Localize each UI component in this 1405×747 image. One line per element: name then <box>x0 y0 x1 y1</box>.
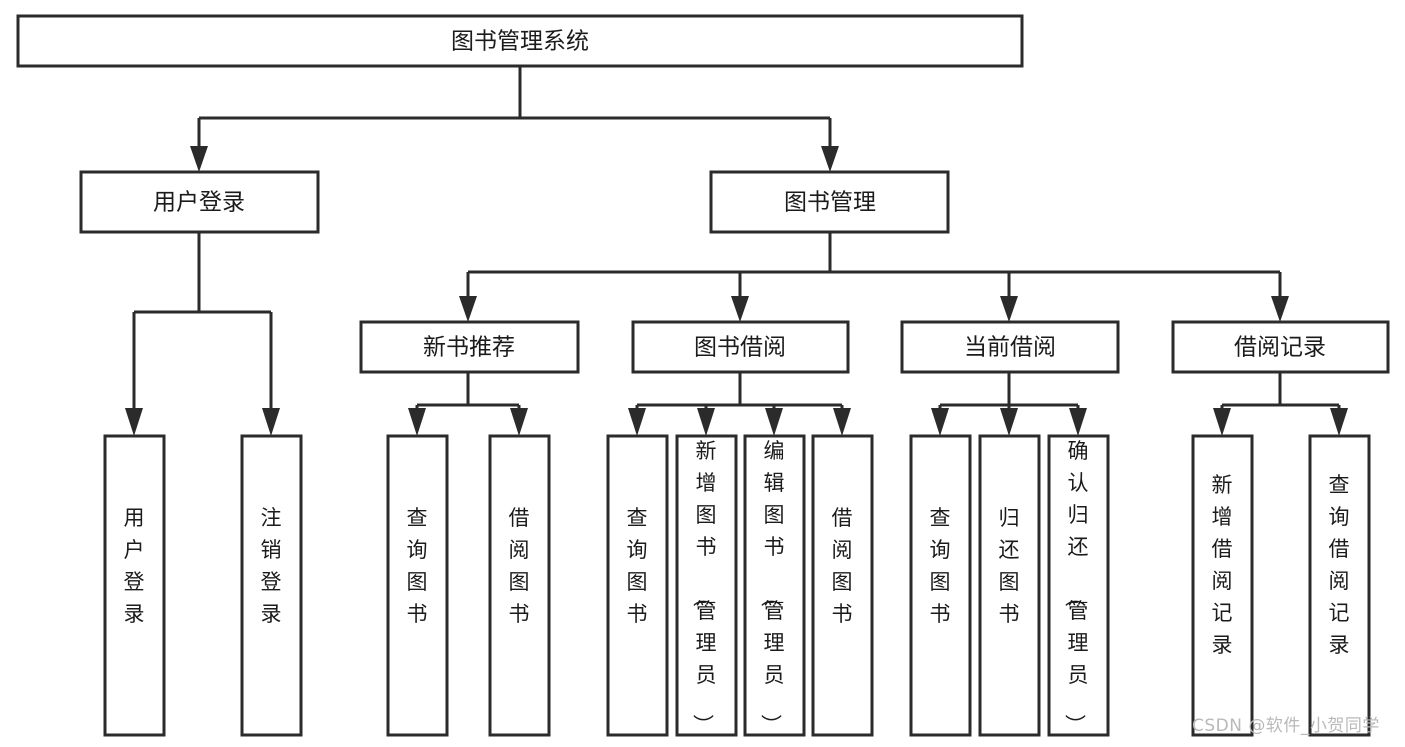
node-leaf-borrow-book-1[interactable]: 借阅图书 <box>488 434 551 737</box>
arrowhead-book-manage <box>821 146 839 172</box>
arrowhead-current-borrow <box>1000 296 1018 322</box>
node-leaf-return-book-box[interactable] <box>978 434 1041 737</box>
node-leaf-borrow-book-2-label: 借阅图书 <box>832 506 853 626</box>
node-leaf-query-record[interactable]: 查询借阅记录 <box>1308 434 1371 737</box>
arrowhead-leaf-confirm-return <box>1069 408 1087 436</box>
arrowhead-new-book-rec <box>459 296 477 322</box>
node-leaf-add-record[interactable]: 新增借阅记录 <box>1191 434 1254 737</box>
arrowhead-leaf-add-book <box>697 408 715 436</box>
node-new-book-rec[interactable]: 新书推荐 <box>359 320 580 374</box>
node-book-manage-label: 图书管理 <box>784 190 876 216</box>
arrowhead-leaf-user-login <box>125 408 143 436</box>
node-book-manage-box[interactable] <box>709 170 950 234</box>
node-leaf-borrow-book-2-box[interactable] <box>811 434 874 737</box>
arrowhead-book-borrow <box>731 296 749 322</box>
node-leaf-query-book-2[interactable]: 查询图书 <box>606 434 669 737</box>
node-new-book-rec-label: 新书推荐 <box>423 335 515 361</box>
arrowhead-leaf-query-book-1 <box>408 408 426 436</box>
node-borrow-record[interactable]: 借阅记录 <box>1171 320 1390 374</box>
arrowhead-user-login <box>190 146 208 172</box>
node-root[interactable]: 图书管理系统 <box>16 14 1024 68</box>
node-leaf-confirm-return-label: 确认归还（管理员） <box>1063 439 1089 735</box>
node-leaf-query-book-1-label: 查询图书 <box>407 506 428 626</box>
node-leaf-logout-label: 注销登录 <box>261 506 282 626</box>
node-leaf-return-book-label: 归还图书 <box>999 506 1020 626</box>
node-book-borrow-box[interactable] <box>631 320 850 374</box>
node-leaf-edit-book[interactable]: 编辑图书（管理员） <box>743 434 806 737</box>
node-leaf-add-book-label: 新增图书（管理员） <box>691 439 717 735</box>
arrowhead-leaf-query-book-3 <box>931 408 949 436</box>
node-leaf-return-book[interactable]: 归还图书 <box>978 434 1041 737</box>
node-current-borrow-box[interactable] <box>900 320 1120 374</box>
node-leaf-add-record-box[interactable] <box>1191 434 1254 737</box>
node-user-login-label: 用户登录 <box>153 190 245 216</box>
node-leaf-borrow-book-1-box[interactable] <box>488 434 551 737</box>
node-leaf-edit-book-box[interactable] <box>743 434 806 737</box>
node-root-box[interactable] <box>16 14 1024 68</box>
node-leaf-user-login[interactable]: 用户登录 <box>103 434 166 737</box>
node-leaf-user-login-box[interactable] <box>103 434 166 737</box>
node-leaf-query-book-1-box[interactable] <box>386 434 449 737</box>
node-leaf-logout-box[interactable] <box>240 434 303 737</box>
node-borrow-record-label: 借阅记录 <box>1234 335 1326 361</box>
node-leaf-add-record-label: 新增借阅记录 <box>1212 473 1233 657</box>
node-leaf-confirm-return[interactable]: 确认归还（管理员） <box>1047 434 1110 737</box>
node-leaf-user-login-label: 用户登录 <box>124 506 145 626</box>
node-book-borrow-label: 图书借阅 <box>694 335 786 361</box>
node-leaf-query-record-label: 查询借阅记录 <box>1329 473 1350 657</box>
connector-layer <box>125 66 1348 436</box>
node-user-login-box[interactable] <box>79 170 320 234</box>
arrowhead-leaf-edit-book <box>765 408 783 436</box>
node-book-borrow[interactable]: 图书借阅 <box>631 320 850 374</box>
arrowhead-leaf-borrow-book-1 <box>510 408 528 436</box>
node-leaf-confirm-return-box[interactable] <box>1047 434 1110 737</box>
arrowhead-leaf-query-record <box>1330 408 1348 436</box>
node-leaf-borrow-book-1-label: 借阅图书 <box>509 506 530 626</box>
arrowhead-leaf-query-book-2 <box>628 408 646 436</box>
node-borrow-record-box[interactable] <box>1171 320 1390 374</box>
arrowhead-leaf-return-book <box>1000 408 1018 436</box>
node-leaf-query-book-1[interactable]: 查询图书 <box>386 434 449 737</box>
node-book-manage[interactable]: 图书管理 <box>709 170 950 234</box>
arrowhead-leaf-add-record <box>1213 408 1231 436</box>
arrowhead-leaf-borrow-book-2 <box>833 408 851 436</box>
node-leaf-query-book-3-label: 查询图书 <box>930 506 951 626</box>
node-leaf-add-book-box[interactable] <box>675 434 738 737</box>
node-leaf-borrow-book-2[interactable]: 借阅图书 <box>811 434 874 737</box>
arrowhead-leaf-logout <box>262 408 280 436</box>
arrowhead-borrow-record <box>1271 296 1289 322</box>
node-new-book-rec-box[interactable] <box>359 320 580 374</box>
node-leaf-query-book-3-box[interactable] <box>909 434 972 737</box>
node-leaf-query-book-3[interactable]: 查询图书 <box>909 434 972 737</box>
node-leaf-edit-book-label: 编辑图书（管理员） <box>759 439 785 735</box>
node-root-label: 图书管理系统 <box>451 29 589 55</box>
node-leaf-logout[interactable]: 注销登录 <box>240 434 303 737</box>
node-current-borrow[interactable]: 当前借阅 <box>900 320 1120 374</box>
node-leaf-query-book-2-label: 查询图书 <box>627 506 648 626</box>
node-user-login[interactable]: 用户登录 <box>79 170 320 234</box>
node-current-borrow-label: 当前借阅 <box>964 335 1056 361</box>
node-leaf-add-book[interactable]: 新增图书（管理员） <box>675 434 738 737</box>
node-leaf-query-record-box[interactable] <box>1308 434 1371 737</box>
node-leaf-query-book-2-box[interactable] <box>606 434 669 737</box>
